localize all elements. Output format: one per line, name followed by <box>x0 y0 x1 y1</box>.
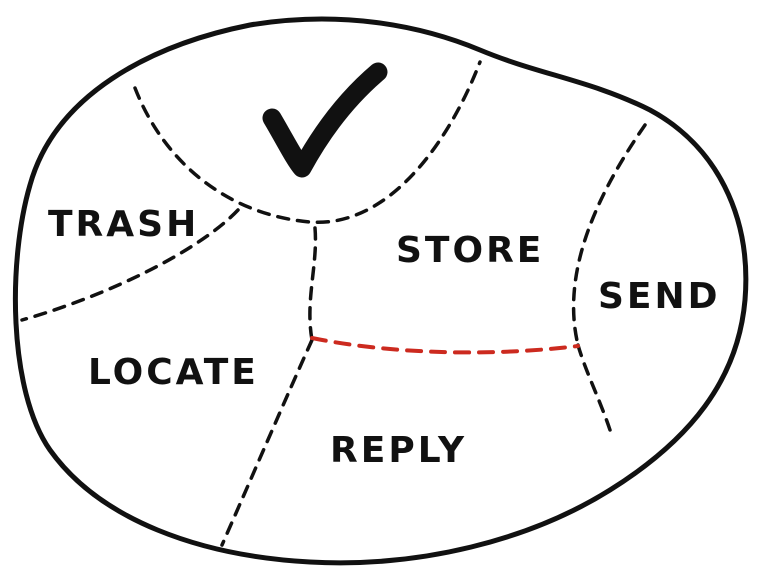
store-reply-highlight-divider <box>310 336 580 355</box>
outer-outline <box>12 16 749 566</box>
region-label-send: SEND <box>598 276 721 317</box>
region-label-trash: TRASH <box>48 204 199 245</box>
region-label-reply: REPLY <box>330 430 467 471</box>
checkmark-icon <box>262 62 388 178</box>
trash-locate-divider <box>20 208 240 322</box>
locate-reply-divider <box>220 338 314 547</box>
region-label-locate: LOCATE <box>88 352 259 393</box>
send-reply-divider <box>576 343 612 432</box>
store-send-divider <box>571 123 647 347</box>
check-region-divider <box>133 60 482 224</box>
store-locate-divider <box>308 226 318 342</box>
region-label-store: STORE <box>396 230 544 271</box>
